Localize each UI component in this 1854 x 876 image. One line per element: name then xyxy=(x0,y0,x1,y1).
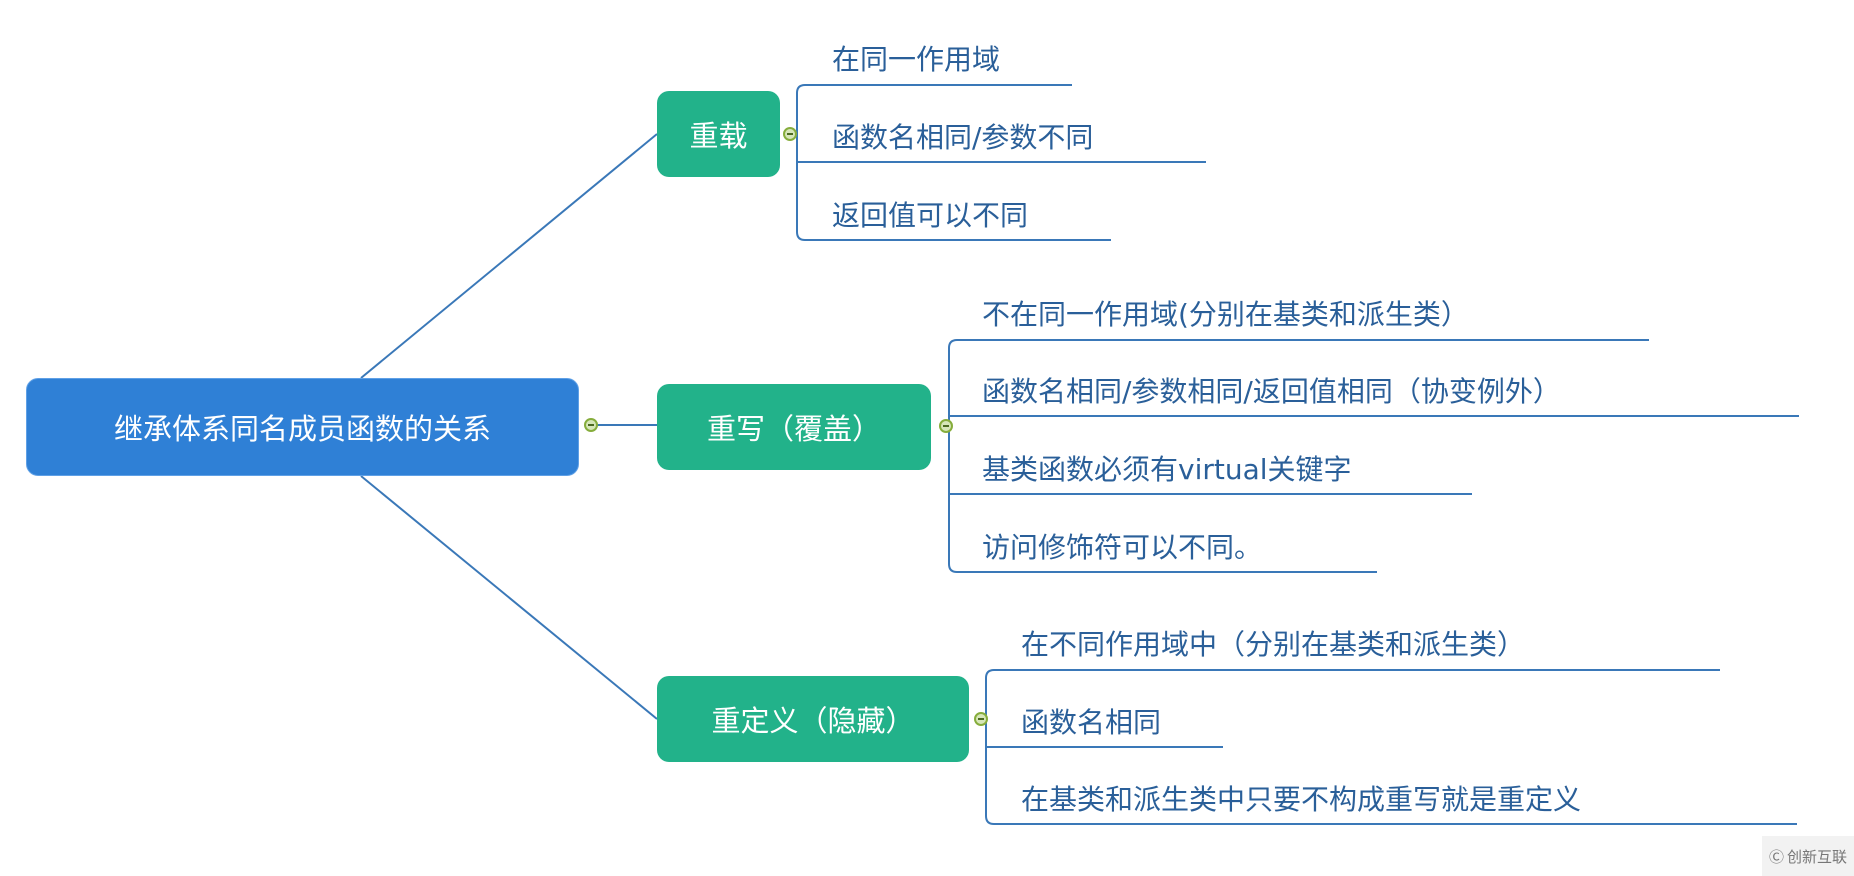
collapse-icon[interactable] xyxy=(939,419,953,433)
branch-label: 重定义（隐藏） xyxy=(711,704,915,738)
connector-root-overload xyxy=(360,133,658,379)
root-node[interactable]: 继承体系同名成员函数的关系 xyxy=(26,378,579,476)
branch-label: 重载 xyxy=(689,119,748,153)
branch-label: 重写（覆盖） xyxy=(706,412,881,446)
branch-overload[interactable]: 重载 xyxy=(657,91,780,177)
connector-root-redefine xyxy=(360,475,658,720)
collapse-icon[interactable] xyxy=(783,127,797,141)
leaf-node[interactable]: 函数名相同/参数不同 xyxy=(832,121,1094,154)
leaf-node[interactable]: 在同一作用域 xyxy=(832,43,1001,76)
collapse-icon[interactable] xyxy=(584,418,598,432)
leaf-node[interactable]: 在不同作用域中（分别在基类和派生类） xyxy=(1021,628,1526,661)
bracket-override xyxy=(948,339,1649,573)
leaf-node[interactable]: 函数名相同/参数相同/返回值相同（协变例外） xyxy=(982,375,1561,408)
leaf-node[interactable]: 在基类和派生类中只要不构成重写就是重定义 xyxy=(1021,783,1582,816)
leaf-node[interactable]: 函数名相同 xyxy=(1021,706,1162,739)
branch-redefine[interactable]: 重定义（隐藏） xyxy=(657,676,969,762)
branch-override[interactable]: 重写（覆盖） xyxy=(657,384,931,470)
watermark-logo-icon: Ⓒ xyxy=(1768,847,1784,866)
root-label: 继承体系同名成员函数的关系 xyxy=(113,412,491,446)
leaf-node[interactable]: 不在同一作用域(分别在基类和派生类） xyxy=(982,298,1469,331)
leaf-node[interactable]: 基类函数必须有virtual关键字 xyxy=(982,453,1352,486)
watermark-text: 创新互联 xyxy=(1787,847,1848,866)
leaf-node[interactable]: 返回值可以不同 xyxy=(832,199,1029,232)
collapse-icon[interactable] xyxy=(974,712,988,726)
leaf-node[interactable]: 访问修饰符可以不同。 xyxy=(982,531,1263,564)
